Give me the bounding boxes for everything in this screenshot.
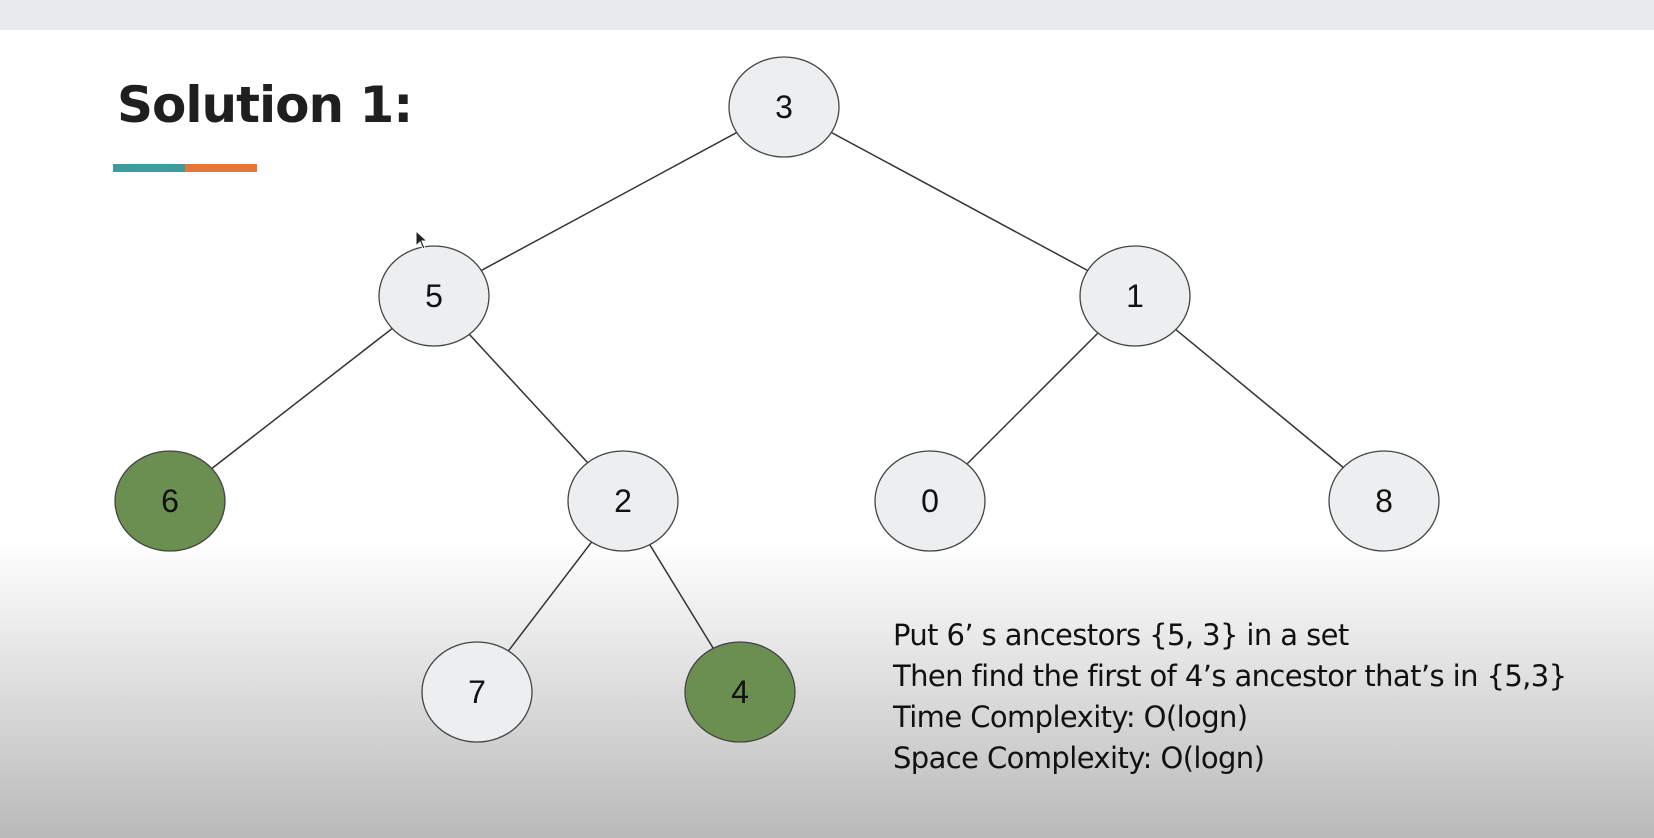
note-line: Then find the first of 4’s ancestor that… xyxy=(893,659,1567,693)
note-line: Put 6’ s ancestors {5, 3} in a set xyxy=(893,618,1349,652)
slide-title: Solution 1: xyxy=(117,76,413,134)
tree-node-0: 0 xyxy=(874,450,986,552)
node-circle xyxy=(1328,450,1440,552)
node-label: 1 xyxy=(1126,278,1144,314)
node-label: 3 xyxy=(775,89,793,125)
tree-edge xyxy=(783,106,1136,297)
tree-node-8: 8 xyxy=(1328,450,1440,552)
node-label: 8 xyxy=(1375,483,1393,519)
note-line: Space Complexity: O(logn) xyxy=(893,741,1265,775)
tree-node-1: 1 xyxy=(1079,245,1191,347)
tree-node-3: 3 xyxy=(728,56,840,158)
node-circle xyxy=(114,450,226,552)
node-label: 0 xyxy=(921,483,939,519)
tree-edges xyxy=(169,106,1385,693)
title-accent-bar xyxy=(113,164,257,172)
tree-edge xyxy=(433,106,785,297)
node-label: 6 xyxy=(161,483,179,519)
tree-node-4: 4 xyxy=(684,641,796,743)
node-circle xyxy=(567,450,679,552)
top-bar xyxy=(0,0,1654,30)
tree-nodes: 3 5 1 6 2 0 8 7 4 xyxy=(114,56,1440,743)
slide xyxy=(0,30,1654,838)
tree-node-6: 6 xyxy=(114,450,226,552)
node-circle xyxy=(1079,245,1191,347)
node-circle xyxy=(684,641,796,743)
note-line: Time Complexity: O(logn) xyxy=(893,700,1248,734)
node-circle xyxy=(378,245,490,347)
mouse-pointer-icon xyxy=(415,230,429,250)
tree-node-2: 2 xyxy=(567,450,679,552)
node-circle xyxy=(728,56,840,158)
tree-edge xyxy=(169,295,435,502)
node-circle xyxy=(874,450,986,552)
explanation-text: Put 6’ s ancestors {5, 3} in a set Then … xyxy=(893,615,1567,779)
node-label: 2 xyxy=(614,483,632,519)
accent-teal xyxy=(113,164,185,172)
tree-node-5: 5 xyxy=(378,245,490,347)
tree-node-7: 7 xyxy=(421,641,533,743)
tree-edge xyxy=(1134,295,1385,502)
node-label: 4 xyxy=(731,674,749,710)
node-circle xyxy=(421,641,533,743)
node-label: 5 xyxy=(425,278,443,314)
node-label: 7 xyxy=(468,674,486,710)
accent-orange xyxy=(185,164,257,172)
